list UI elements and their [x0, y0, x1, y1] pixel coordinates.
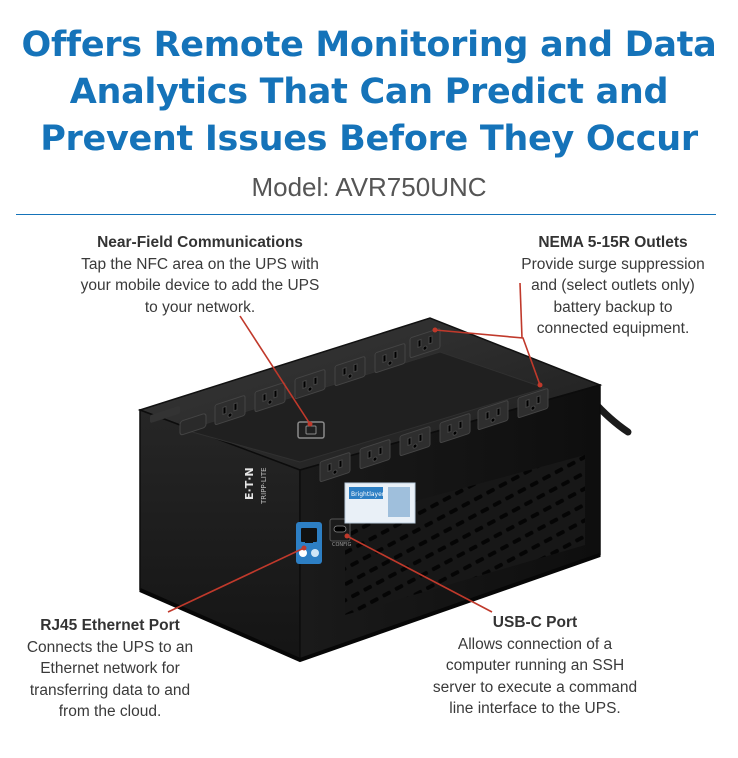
headline-line-1: Offers Remote Monitoring and Data — [21, 25, 717, 65]
power-button — [179, 413, 207, 436]
callout-usbc-desc: Allows connection of a computer running … — [432, 635, 638, 718]
leader-rj45 — [519, 282, 523, 339]
callout-nema: NEMA 5-15R Outlets Provide surge suppres… — [498, 232, 728, 340]
usb-c-port: CONFIG — [329, 518, 352, 548]
headline-line-3: Prevent Issues Before They Occur — [40, 119, 698, 159]
leader-usbc — [346, 535, 493, 613]
callout-nema-desc: Provide surge suppression and (select ou… — [521, 255, 705, 338]
callout-usbc: USB-C Port Allows connection of a comput… — [400, 612, 670, 720]
sub-brand-logo: TRIPP·LITE — [260, 467, 268, 505]
divider — [16, 214, 716, 215]
callout-rj45: RJ45 Ethernet Port Connects the UPS to a… — [10, 615, 210, 723]
headline-line-2: Analytics That Can Predict and — [69, 72, 669, 112]
callout-nema-title: NEMA 5-15R Outlets — [538, 234, 688, 251]
brand-logo: E·T·N — [243, 467, 256, 500]
callout-rj45-desc: Connects the UPS to an Ethernet network … — [26, 638, 194, 721]
callout-nfc-desc: Tap the NFC area on the UPS with your mo… — [80, 255, 320, 316]
leader-nfc — [239, 315, 311, 425]
leader-nema — [434, 329, 541, 386]
vent-grille — [345, 455, 585, 615]
leader-rj45-port — [167, 547, 305, 613]
model-number: Model: AVR750UNC — [251, 172, 487, 202]
callout-nfc-title: Near-Field Communications — [97, 234, 303, 251]
qr-label: Brightlayer — [344, 482, 416, 524]
outlets-back-row — [214, 328, 441, 425]
status-indicators — [150, 406, 180, 423]
ethernet-port — [296, 522, 322, 564]
label-brand-text: Brightlayer — [351, 491, 385, 498]
callout-rj45-title: RJ45 Ethernet Port — [40, 617, 180, 634]
headline: Offers Remote Monitoring and Data Analyt… — [0, 22, 738, 163]
callout-nfc: Near-Field Communications Tap the NFC ar… — [60, 232, 340, 318]
callout-usbc-title: USB-C Port — [492, 614, 578, 631]
usb-label: CONFIG — [332, 542, 352, 548]
leader-lines — [167, 282, 541, 613]
outlets-front-row — [319, 388, 549, 482]
